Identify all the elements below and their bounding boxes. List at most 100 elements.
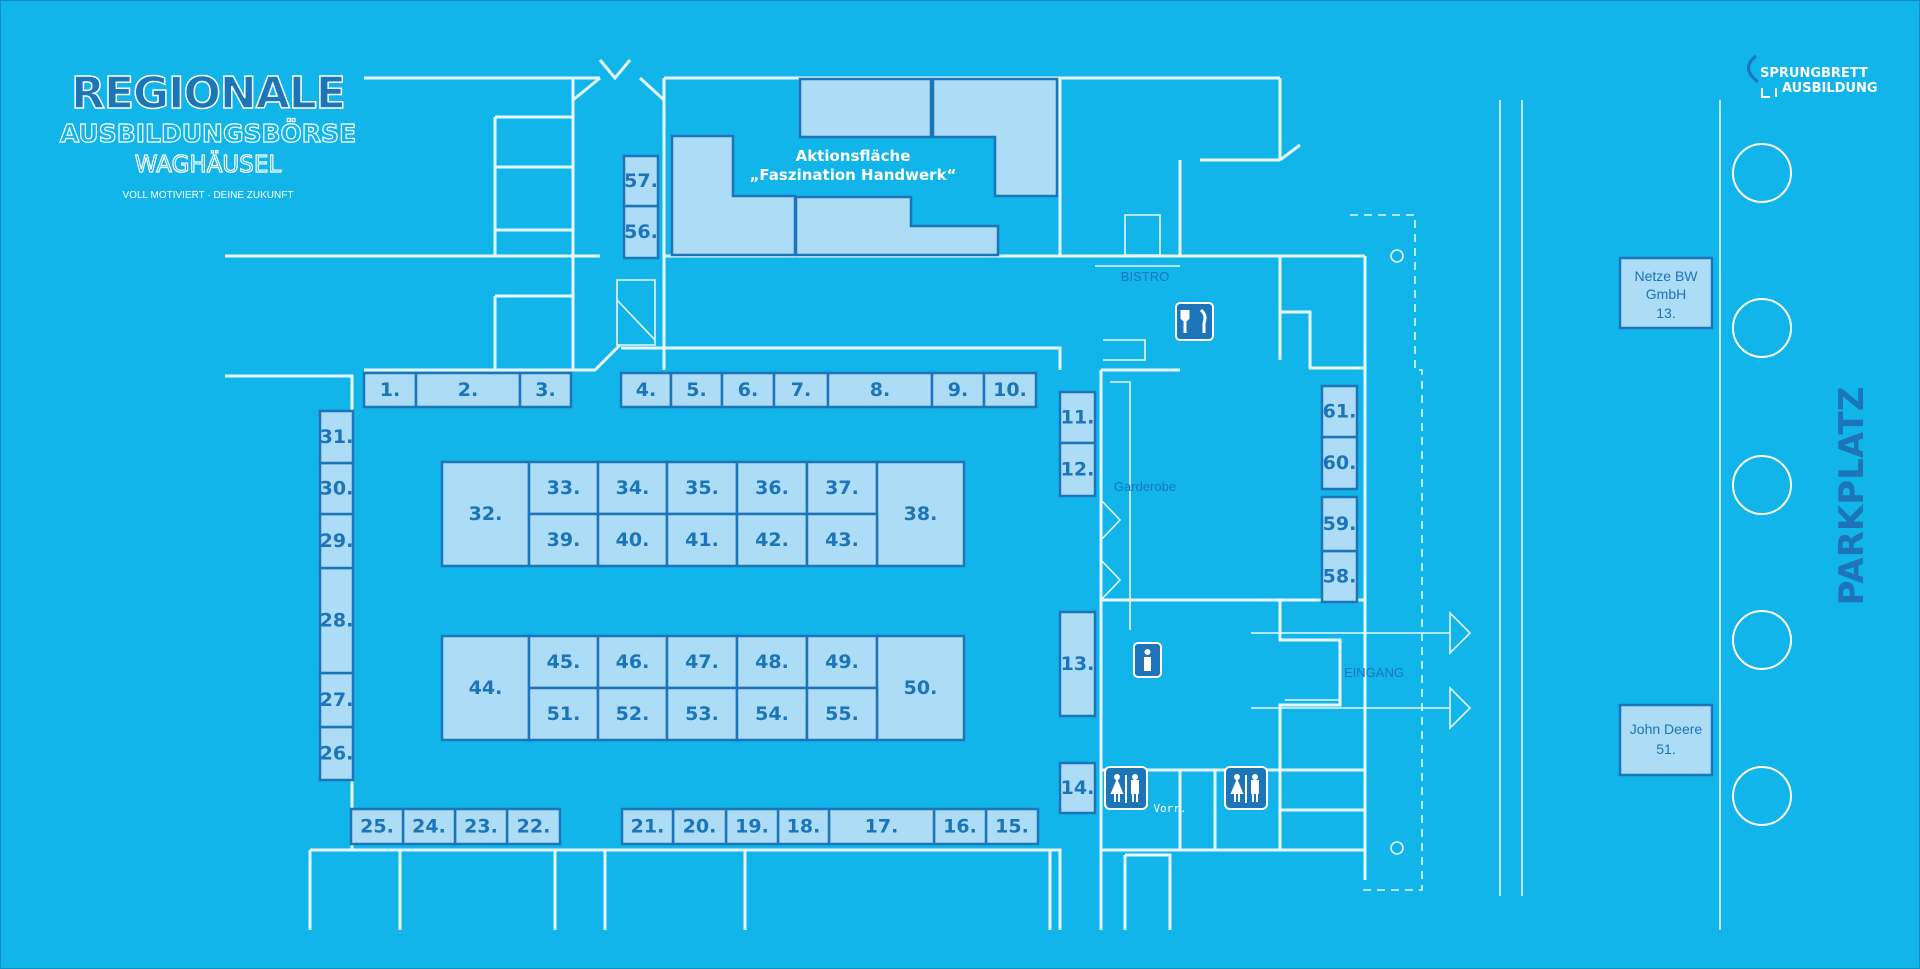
booth-58[interactable]: 58. xyxy=(1320,549,1359,604)
booth-37[interactable]: 37. xyxy=(805,460,879,516)
booth-6[interactable]: 6. xyxy=(720,371,776,409)
title-line1: REGIONALE xyxy=(71,68,345,119)
booth-55[interactable]: 55. xyxy=(805,686,879,742)
booth-number: 12. xyxy=(1061,459,1095,481)
booth-24[interactable]: 24. xyxy=(401,807,457,846)
booth-28[interactable]: 28. xyxy=(318,566,355,675)
booth-47[interactable]: 47. xyxy=(665,634,739,690)
booth-number: 54. xyxy=(755,703,789,725)
booth-42[interactable]: 42. xyxy=(735,512,809,568)
booth-18[interactable]: 18. xyxy=(776,807,831,846)
booth-number: 56. xyxy=(624,221,658,243)
booth-60[interactable]: 60. xyxy=(1320,435,1359,491)
booth-27[interactable]: 27. xyxy=(318,671,355,729)
booth-number: 55. xyxy=(825,703,859,725)
external-booth-john-deere[interactable]: John Deere 51. xyxy=(1618,703,1714,777)
booth-40[interactable]: 40. xyxy=(596,512,669,568)
booth-area xyxy=(1320,435,1359,491)
booth-29[interactable]: 29. xyxy=(318,512,355,570)
booth-area xyxy=(527,634,600,690)
booth-area xyxy=(620,807,675,846)
booth-32[interactable]: 32. xyxy=(440,460,531,568)
booth-5[interactable]: 5. xyxy=(669,371,724,409)
booth-area xyxy=(318,409,355,465)
booth-17[interactable]: 17. xyxy=(827,807,936,846)
booth-33[interactable]: 33. xyxy=(527,460,600,516)
booth-1[interactable]: 1. xyxy=(362,371,418,409)
action-area-subtitle: „Faszination Handwerk“ xyxy=(750,166,957,184)
booth-area xyxy=(453,807,509,846)
booth-57[interactable]: 57. xyxy=(622,154,660,208)
booth-48[interactable]: 48. xyxy=(735,634,809,690)
booth-7[interactable]: 7. xyxy=(772,371,830,409)
booth-number: 49. xyxy=(825,651,859,673)
booth-8[interactable]: 8. xyxy=(826,371,934,409)
garderobe-label: Garderobe xyxy=(1114,479,1176,494)
booth-34[interactable]: 34. xyxy=(596,460,669,516)
booth-36[interactable]: 36. xyxy=(735,460,809,516)
booth-35[interactable]: 35. xyxy=(665,460,739,516)
booth-44[interactable]: 44. xyxy=(440,634,531,742)
booth-45[interactable]: 45. xyxy=(527,634,600,690)
booth-54[interactable]: 54. xyxy=(735,686,809,742)
booth-31[interactable]: 31. xyxy=(318,409,355,465)
booth-53[interactable]: 53. xyxy=(665,686,739,742)
booth-11[interactable]: 11. xyxy=(1058,390,1097,445)
booth-number: 50. xyxy=(904,677,938,699)
booth-area xyxy=(982,371,1038,409)
booth-22[interactable]: 22. xyxy=(505,807,562,846)
booth-10[interactable]: 10. xyxy=(982,371,1038,409)
booth-13[interactable]: 13. xyxy=(1058,610,1097,718)
booth-2[interactable]: 2. xyxy=(414,371,522,409)
booth-area xyxy=(669,371,724,409)
booth-number: 19. xyxy=(735,816,769,838)
booth-50[interactable]: 50. xyxy=(875,634,966,742)
booth-56[interactable]: 56. xyxy=(622,204,660,260)
booth-area xyxy=(619,371,673,409)
tagline: VOLL MOTIVIERT · DEINE ZUKUNFT xyxy=(123,190,294,201)
booth-number: 22. xyxy=(517,816,551,838)
action-area-title: Aktionsfläche xyxy=(796,147,911,165)
sprungbrett-logo: SPRUNGBRETT AUSBILDUNG xyxy=(1747,54,1878,98)
booth-41[interactable]: 41. xyxy=(665,512,739,568)
booth-49[interactable]: 49. xyxy=(805,634,879,690)
booth-23[interactable]: 23. xyxy=(453,807,509,846)
booth-number: 25. xyxy=(360,816,394,838)
booth-area xyxy=(362,371,418,409)
booth-12[interactable]: 12. xyxy=(1058,441,1097,498)
booth-9[interactable]: 9. xyxy=(930,371,986,409)
booth-3[interactable]: 3. xyxy=(518,371,573,409)
vorraum-label: Vorr. xyxy=(1153,802,1186,815)
entrance-arrows xyxy=(1251,611,1472,730)
booth-20[interactable]: 20. xyxy=(671,807,728,846)
booth-area xyxy=(527,460,600,516)
booth-number: 53. xyxy=(685,703,719,725)
booth-51[interactable]: 51. xyxy=(527,686,600,742)
booth-52[interactable]: 52. xyxy=(596,686,669,742)
booth-19[interactable]: 19. xyxy=(724,807,780,846)
external-booth-netze[interactable]: Netze BW GmbH 13. xyxy=(1618,256,1714,330)
booth-area xyxy=(805,512,879,568)
booth-number: 61. xyxy=(1323,401,1357,423)
booth-25[interactable]: 25. xyxy=(349,807,405,846)
booth-number: 37. xyxy=(825,477,859,499)
booth-number: 1. xyxy=(380,379,400,401)
booth-area xyxy=(440,460,531,568)
booth-area xyxy=(414,371,522,409)
booth-46[interactable]: 46. xyxy=(596,634,669,690)
booth-15[interactable]: 15. xyxy=(984,807,1040,846)
booth-43[interactable]: 43. xyxy=(805,512,879,568)
booth-number: 59. xyxy=(1323,513,1357,535)
booth-16[interactable]: 16. xyxy=(932,807,988,846)
booth-39[interactable]: 39. xyxy=(527,512,600,568)
booth-61[interactable]: 61. xyxy=(1320,384,1359,439)
booth-number: 15. xyxy=(995,816,1029,838)
booth-26[interactable]: 26. xyxy=(318,725,355,782)
booth-38[interactable]: 38. xyxy=(875,460,966,568)
booth-14[interactable]: 14. xyxy=(1058,761,1097,815)
booth-59[interactable]: 59. xyxy=(1320,495,1359,553)
booth-21[interactable]: 21. xyxy=(620,807,675,846)
booth-4[interactable]: 4. xyxy=(619,371,673,409)
booth-30[interactable]: 30. xyxy=(318,461,355,516)
booth-area xyxy=(984,807,1040,846)
